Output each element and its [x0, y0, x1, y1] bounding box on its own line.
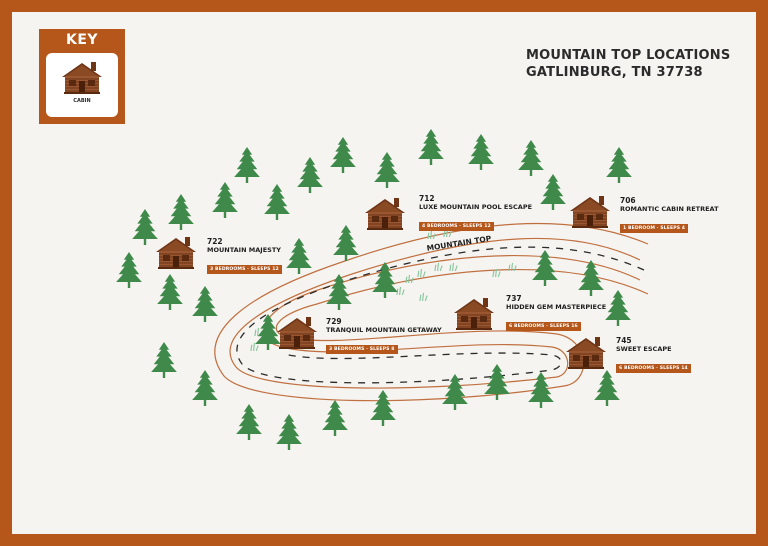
cabin-icon[interactable] [565, 335, 607, 369]
road-centerline [236, 246, 645, 384]
cabin-details-badge: 3 BEDROOMS · SLEEPS 8 [326, 345, 398, 354]
cabin-729-label[interactable]: 729 TRANQUIL MOUNTAIN GETAWAY 3 BEDROOMS… [326, 317, 442, 354]
cabin-icon[interactable] [453, 296, 495, 330]
cabin-details-badge: 4 BEDROOMS · SLEEPS 12 [419, 222, 494, 231]
cabin-number: 722 [207, 237, 223, 246]
cabin-name: MOUNTAIN MAJESTY [207, 246, 281, 254]
road-outer-edge [229, 237, 641, 389]
map-canvas: KEY CABIN MOUNTAIN TOP LOCATIONS GATLINB… [12, 12, 756, 534]
cabin-name: SWEET ESCAPE [616, 345, 672, 353]
map-subtitle: GATLINBURG, TN 37738 [526, 65, 703, 80]
map-key: KEY CABIN [39, 29, 125, 124]
cabin-details-badge: 1 BEDROOM · SLEEPS 4 [620, 224, 689, 233]
cabin-number: 706 [620, 196, 636, 205]
cabin-icon[interactable] [364, 196, 406, 230]
map-title: MOUNTAIN TOP LOCATIONS [526, 48, 731, 63]
cabin-details-badge: 6 BEDROOMS · SLEEPS 16 [506, 322, 581, 331]
cabin-icon[interactable] [276, 315, 318, 349]
cabin-name: LUXE MOUNTAIN POOL ESCAPE [419, 203, 533, 211]
forest-trees [116, 129, 632, 450]
cabin-name: ROMANTIC CABIN RETREAT [620, 205, 719, 213]
cabin-name: HIDDEN GEM MASTERPIECE [506, 303, 607, 311]
map-graphics [116, 129, 649, 450]
cabin-number: 712 [419, 194, 435, 203]
cabin-706-label[interactable]: 706 ROMANTIC CABIN RETREAT 1 BEDROOM · S… [620, 196, 719, 233]
cabin-icon[interactable] [155, 235, 197, 269]
cabin-icon [61, 61, 103, 94]
cabin-712-label[interactable]: 712 LUXE MOUNTAIN POOL ESCAPE 4 BEDROOMS… [419, 194, 532, 231]
road-inner-edge [214, 222, 649, 402]
cabin-722-label[interactable]: 722 MOUNTAIN MAJESTY 3 BEDROOMS · SLEEPS… [207, 237, 282, 274]
cabin-number: 737 [506, 294, 522, 303]
key-label: CABIN [73, 98, 91, 104]
cabin-icon[interactable] [569, 194, 611, 228]
key-title: KEY [65, 32, 99, 48]
cabin-737-label[interactable]: 737 HIDDEN GEM MASTERPIECE 6 BEDROOMS · … [506, 294, 606, 331]
key-box: CABIN [46, 53, 118, 117]
cabin-details-badge: 3 BEDROOMS · SLEEPS 12 [207, 265, 282, 274]
cabin-number: 729 [326, 317, 342, 326]
cabin-number: 745 [616, 336, 632, 345]
cabin-name: TRANQUIL MOUNTAIN GETAWAY [326, 326, 442, 334]
cabin-745-label[interactable]: 745 SWEET ESCAPE 6 BEDROOMS · SLEEPS 14 [616, 336, 691, 373]
cabin-details-badge: 6 BEDROOMS · SLEEPS 14 [616, 364, 691, 373]
